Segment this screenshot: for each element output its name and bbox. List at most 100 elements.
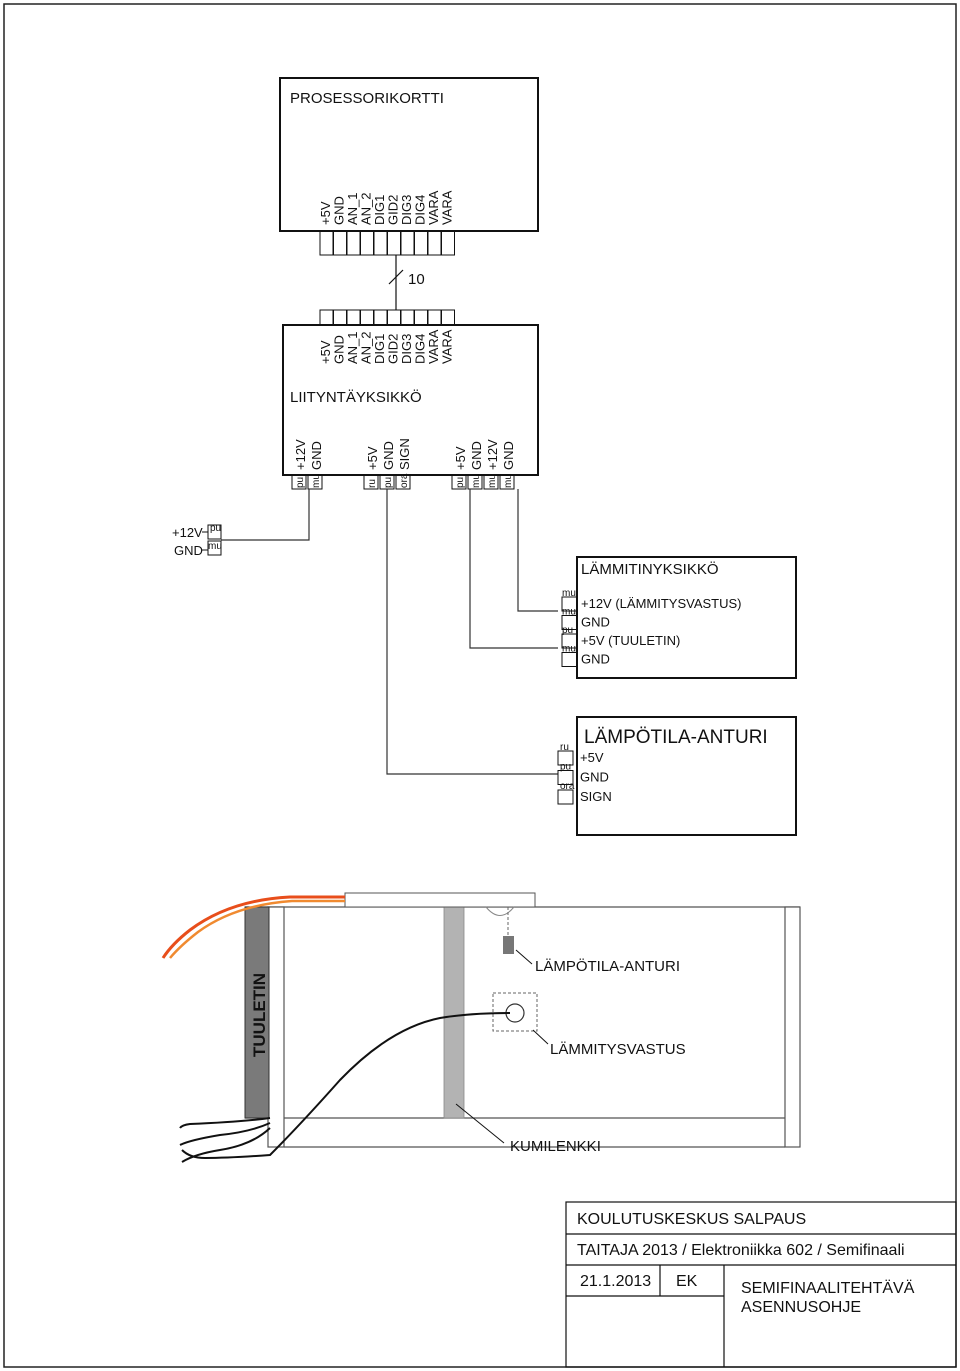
interface-bottom-pin-label: +12V [485,439,500,470]
processor-pin-label: AN_1 [345,192,360,225]
interface-top-pin-stubs [319,309,455,326]
processor-pin-stub [441,230,455,256]
processor-pin-stub [346,230,361,256]
processor-pin-label: DIG1 [372,195,387,225]
processor-pin-stub [360,230,374,256]
lid-plate [344,892,536,908]
heater-terminal-label: +12V (LÄMMITYSVASTUS) [581,596,742,611]
interface-bottom-pin-box [467,474,483,490]
title-doc-line1: SEMIFINAALITEHTÄVÄ [741,1279,915,1297]
interface-bottom-pin-box [395,474,411,490]
resistor-mount [492,992,538,1032]
supply-connector-pin2 [207,540,222,556]
ribbon-bus: 10 [388,255,425,310]
cable-black-1 [179,1117,271,1129]
assembly-drawing: TUULETIN LÄMPÖTILA-ANTURI LÄMMITYSVASTUS… [161,892,801,1163]
interface-top-pin-stub [387,309,401,326]
interface-top-pin-label: DIG3 [399,334,414,364]
wire-fan-supply [469,489,558,649]
processor-pin-stub [319,230,334,256]
wire-heater-supply [517,489,558,612]
supply-input: +12V GND pu mu [172,523,222,558]
interface-bottom-pin-box [483,474,499,490]
title-org: KOULUTUSKESKUS SALPAUS [577,1211,806,1228]
interface-top-pin-stub [414,309,428,326]
interface-bottom-pin-label: GND [501,441,516,470]
processor-pin-label: GND [332,196,347,225]
supply-wire-gnd: mu [208,541,222,552]
processor-pin-label: VARA [426,190,441,225]
interface-bottom-pin-label: +5V [365,446,380,470]
connection-wires [221,489,558,775]
heater-terminal-box [561,652,578,667]
processor-pin-label: DIG3 [399,195,414,225]
tube-right-end [784,906,801,1148]
fan-label: TUULETIN [250,973,269,1057]
sensor-leader [515,949,533,965]
interface-bottom-pin-box [451,474,467,490]
sensor-terminal-label: GND [580,770,609,785]
processor-pin-label: GID2 [386,195,401,225]
interface-bottom-pin-label: GND [309,441,324,470]
interface-top-pin-label: VARA [426,329,441,364]
lid-clip [485,906,515,916]
title-block-frame [565,1201,957,1368]
supply-gnd-label: GND [174,543,203,558]
resistor-leader [532,1029,549,1045]
interface-top-pin-stub [373,309,388,326]
processor-board: PROSESSORIKORTTI +5VGNDAN_1AN_2DIG1GID2D… [279,77,539,256]
interface-bottom-wire-label: pu [295,477,306,488]
interface-top-pin-label: DIG1 [372,334,387,364]
heater-terminal-label: GND [581,615,610,630]
interface-bottom-pin-label: GND [381,441,396,470]
interface-top-pin-stub [360,309,374,326]
interface-bottom-wire-label: ora [399,473,410,488]
cable-black-4 [181,1012,511,1160]
processor-pin-label: AN_2 [359,192,374,225]
interface-top-pin-label: VARA [440,329,455,364]
sensor-wire-label: ora [560,781,575,792]
sensor-terminal-label: SIGN [580,789,612,804]
interface-bottom-wire-label: mu [471,474,482,488]
processor-pin-stub [414,230,428,256]
processor-pin-stub [387,230,401,256]
sensor-element [503,936,514,954]
interface-top-pin-label: GND [332,335,347,364]
interface-top-pin-stub [346,309,361,326]
title-date: 21.1.2013 [580,1273,651,1290]
interface-top-pin-label: GID2 [386,334,401,364]
processor-pin-stub [400,230,415,256]
wire-sensor-gnd [386,489,558,775]
interface-bottom-wire-label: ru [367,479,378,488]
sensor-terminal-box [557,789,574,805]
interface-bottom-wire-label: mu [311,474,322,488]
processor-pin-label: DIG4 [413,195,428,225]
heater-terminal-label: GND [581,652,610,667]
sensor-wire-label: ru [560,742,569,753]
processor-pin-stub [427,230,442,256]
interface-top-pin-stub [333,309,347,326]
heater-wire-label: mu [562,588,576,599]
interface-bottom-pin-box [307,474,323,490]
interface-bottom-pin-label: SIGN [397,438,412,470]
resistor-callout: LÄMMITYSVASTUS [550,1041,686,1058]
title-block [565,1201,957,1368]
bus-slash [388,269,404,285]
heater-wire-label: pu [562,625,573,636]
interface-top-pin-label: +5V [318,340,333,364]
interface-bottom-wire-label: mu [487,474,498,488]
title-doc-line2: ASENNUSOHJE [741,1299,861,1316]
processor-pin-label: VARA [440,190,455,225]
heater-wire-label: mu [562,644,576,655]
heater-terminal-box [561,615,578,630]
interface-bottom-pin-box [291,474,307,490]
interface-top-pin-stub [441,309,455,326]
bus-count: 10 [408,271,425,288]
heater-terminal-box [561,596,578,612]
sensor-callout: LÄMPÖTILA-ANTURI [535,957,680,975]
